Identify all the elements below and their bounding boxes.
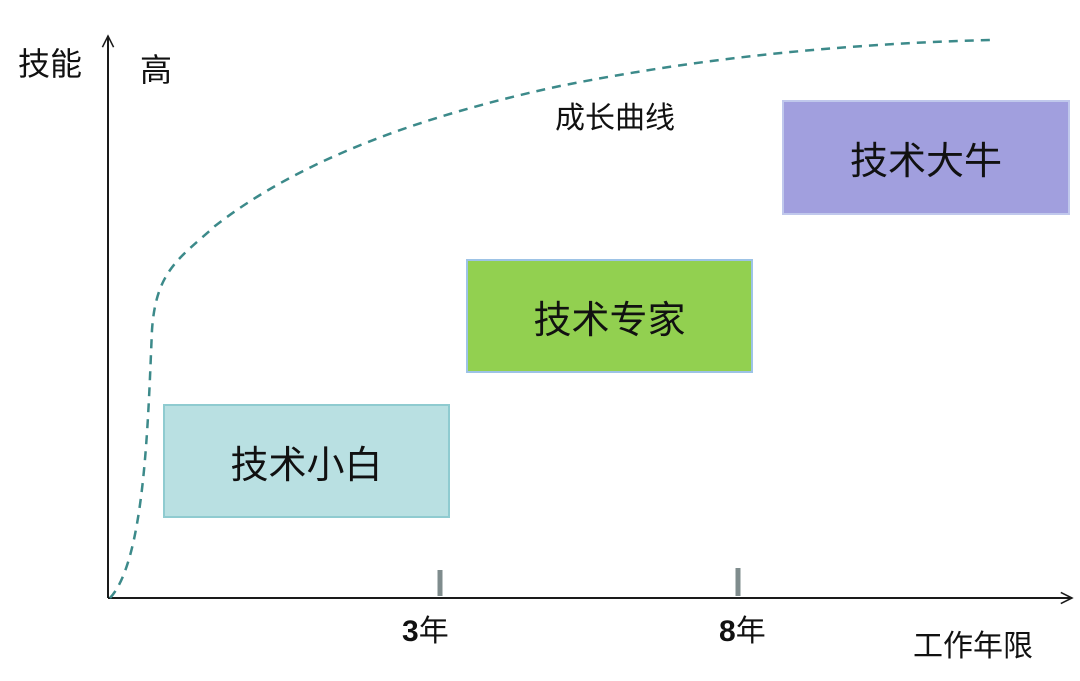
- stage-box-expert: 技术专家: [466, 259, 753, 373]
- tick-label-8: 8年: [719, 617, 766, 647]
- stage-master-label: 技术大牛: [849, 139, 1002, 183]
- growth-curve: [109, 38, 991, 599]
- tick-8-value: 8: [719, 615, 736, 648]
- tick-3-unit: 年: [418, 614, 449, 649]
- stage-novice-label: 技术小白: [230, 442, 383, 487]
- y-axis-title: 技能: [18, 45, 83, 83]
- tick-8-unit: 年: [735, 614, 766, 649]
- growth-curve-label: 成长曲线: [555, 101, 675, 136]
- stage-expert-label: 技术专家: [533, 297, 686, 342]
- stage-box-master: 技术大牛: [782, 100, 1070, 215]
- tick-label-3: 3年: [402, 617, 449, 647]
- tick-3-value: 3: [402, 615, 419, 648]
- x-axis-title: 工作年限: [913, 629, 1033, 664]
- stage-box-novice: 技术小白: [163, 404, 450, 518]
- y-axis-high-label: 高: [140, 51, 173, 89]
